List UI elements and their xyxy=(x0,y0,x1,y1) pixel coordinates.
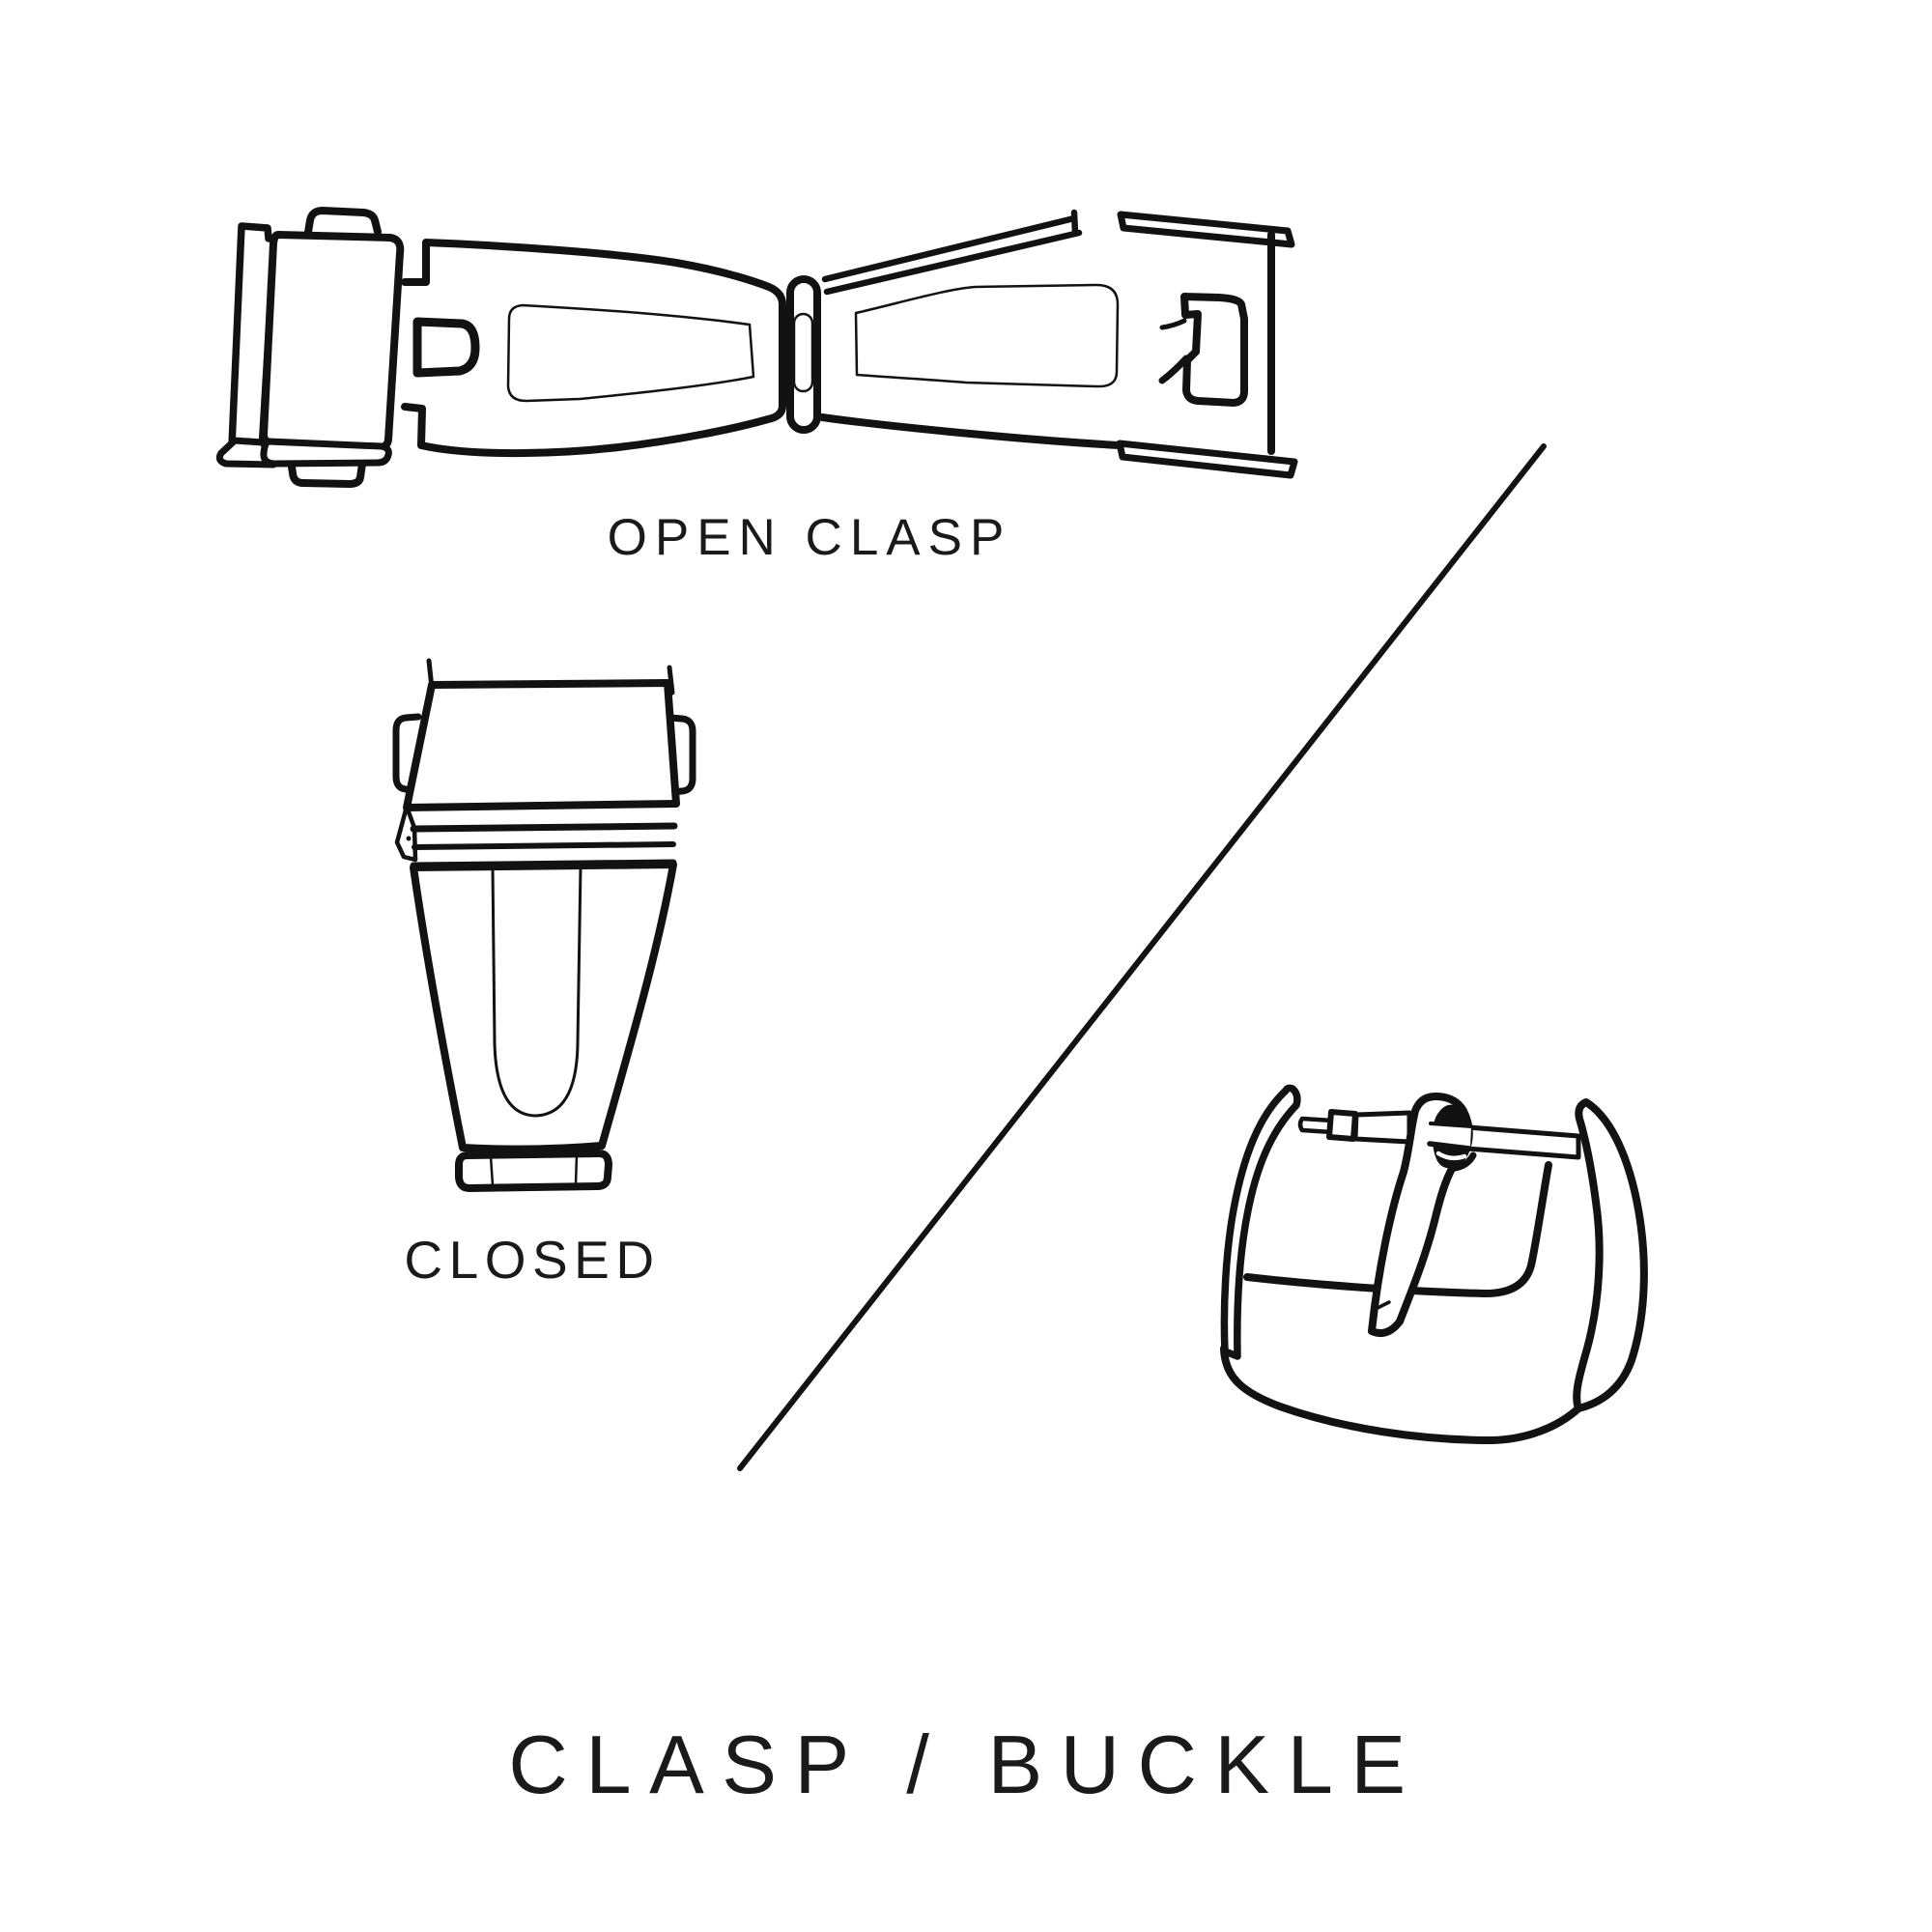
svg-text:OPEN CLASP: OPEN CLASP xyxy=(608,509,1012,566)
svg-text:CLOSED: CLOSED xyxy=(404,1230,660,1290)
svg-text:CLASP / BUCKLE: CLASP / BUCKLE xyxy=(508,1719,1423,1811)
